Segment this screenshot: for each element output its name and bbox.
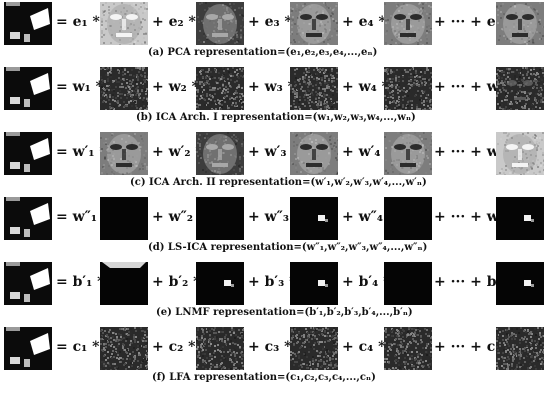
basis-image-1 — [100, 262, 148, 305]
term-1: = c₁ * — [56, 339, 99, 355]
basis-image-2 — [196, 327, 244, 370]
source-face-image — [4, 197, 52, 240]
basis-image-5 — [496, 327, 544, 370]
basis-image-3 — [290, 197, 338, 240]
basis-image-2 — [196, 132, 244, 175]
basis-image-1 — [100, 132, 148, 175]
basis-image-1 — [100, 197, 148, 240]
row-pca: = e₁ * + e₂ * + e₃ * + e₄ * + ··· + eₙ *… — [0, 2, 546, 68]
basis-image-5 — [496, 262, 544, 305]
basis-image-4 — [384, 2, 432, 45]
row-ica2: = w′₁ * + w′₂ * + w′₃ * + w′₄ * + ··· + … — [0, 132, 546, 198]
term-1: = e₁ * — [56, 14, 100, 30]
term-3: + e₃ * — [248, 14, 292, 30]
term-2: + c₂ * — [152, 339, 195, 355]
term-2: + b′₂ * — [152, 274, 200, 290]
term-2: + e₂ * — [152, 14, 196, 30]
basis-image-1 — [100, 2, 148, 45]
source-face-image — [4, 262, 52, 305]
basis-image-2 — [196, 197, 244, 240]
basis-image-5 — [496, 132, 544, 175]
row-lnmf: = b′₁ * + b′₂ * + b′₃ * + b′₄ * + ··· + … — [0, 262, 546, 328]
basis-image-4 — [384, 67, 432, 110]
term-3: + w₃ * — [248, 79, 295, 95]
term-4: + c₄ * — [342, 339, 385, 355]
basis-image-2 — [196, 2, 244, 45]
basis-image-4 — [384, 197, 432, 240]
basis-image-3 — [290, 132, 338, 175]
term-1: = w₁ * — [56, 79, 103, 95]
term-1: = b′₁ * — [56, 274, 104, 290]
row-caption: (d) LS-ICA representation=(w″₁,w″₂,w″₃,w… — [148, 242, 427, 253]
source-face-image — [4, 2, 52, 45]
basis-image-3 — [290, 327, 338, 370]
source-face-image — [4, 67, 52, 110]
term-2: + w₂ * — [152, 79, 199, 95]
source-face-image — [4, 132, 52, 175]
basis-image-4 — [384, 132, 432, 175]
row-caption: (c) ICA Arch. II representation=(w′₁,w′₂… — [130, 177, 427, 188]
row-lfa: = c₁ * + c₂ * + c₃ * + c₄ * + ··· + cₙ *… — [0, 327, 546, 393]
term-3: + c₃ * — [248, 339, 291, 355]
basis-image-5 — [496, 197, 544, 240]
row-caption: (e) LNMF representation=(b′₁,b′₂,b′₃,b′₄… — [156, 307, 413, 318]
term-4: + w₄ * — [342, 79, 389, 95]
row-ica1: = w₁ * + w₂ * + w₃ * + w₄ * + ··· + wₙ *… — [0, 67, 546, 133]
row-lsica: = w″₁ * + w″₂ * + w″₃ * + w″₄ * + ··· + … — [0, 197, 546, 263]
basis-image-2 — [196, 262, 244, 305]
row-caption: (b) ICA Arch. I representation=(w₁,w₂,w₃… — [136, 112, 416, 123]
row-caption: (f) LFA representation=(c₁,c₂,c₃,c₄,...,… — [152, 372, 376, 383]
term-4: + e₄ * — [342, 14, 386, 30]
basis-image-3 — [290, 2, 338, 45]
row-caption: (a) PCA representation=(e₁,e₂,e₃,e₄,...,… — [148, 47, 377, 58]
basis-image-3 — [290, 67, 338, 110]
basis-image-5 — [496, 67, 544, 110]
basis-image-4 — [384, 262, 432, 305]
basis-image-1 — [100, 327, 148, 370]
source-face-image — [4, 327, 52, 370]
basis-image-4 — [384, 327, 432, 370]
basis-image-5 — [496, 2, 544, 45]
basis-image-1 — [100, 67, 148, 110]
basis-image-2 — [196, 67, 244, 110]
basis-image-3 — [290, 262, 338, 305]
